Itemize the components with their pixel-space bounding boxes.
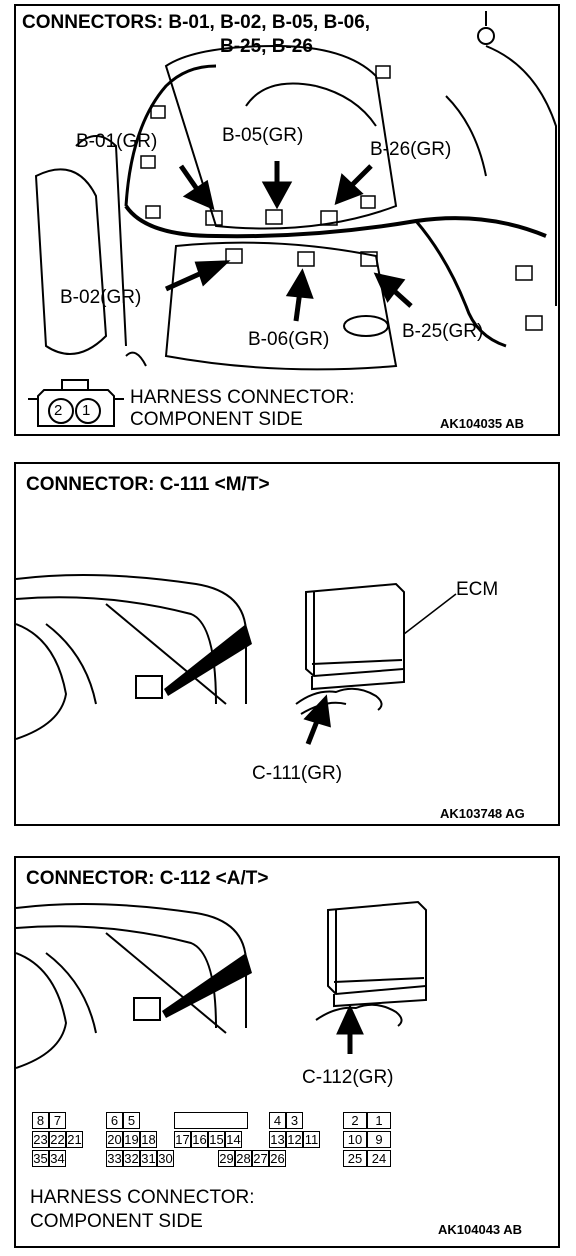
- component-side-label: COMPONENT SIDE: [30, 1211, 203, 1232]
- ecm-location-illustration: [16, 574, 457, 745]
- ecm-location-illustration: [16, 900, 427, 1069]
- label-b01: B-01(GR): [76, 131, 158, 152]
- pin-9: 9: [367, 1131, 391, 1148]
- ecm-label: ECM: [456, 579, 499, 600]
- pin-15: 15: [208, 1131, 225, 1148]
- pin-11: 11: [303, 1131, 320, 1148]
- pin-8: 8: [32, 1112, 49, 1129]
- pin-25: 25: [343, 1150, 367, 1167]
- label-b25: B-25(GR): [402, 321, 484, 342]
- panel-title: CONNECTOR: C-111 <M/T>: [26, 474, 270, 495]
- pin-6: 6: [106, 1112, 123, 1129]
- pin-22: 22: [49, 1131, 66, 1148]
- pin-14: 14: [225, 1131, 242, 1148]
- pin-31: 31: [140, 1150, 157, 1167]
- harness-connector-label: HARNESS CONNECTOR:: [130, 387, 355, 408]
- pin-4: 4: [269, 1112, 286, 1129]
- pin-12: 12: [286, 1131, 303, 1148]
- pin-21: 21: [66, 1131, 83, 1148]
- pin-blank: [174, 1112, 248, 1129]
- label-b26: B-26(GR): [370, 139, 452, 160]
- pin-13: 13: [269, 1131, 286, 1148]
- panel-title-line1: CONNECTORS: B-01, B-02, B-05, B-06,: [22, 12, 371, 33]
- pin-2: 2: [343, 1112, 367, 1129]
- pin-3: 3: [286, 1112, 303, 1129]
- pin-29: 29: [218, 1150, 235, 1167]
- pin-23: 23: [32, 1131, 49, 1148]
- panel-title: CONNECTOR: C-112 <A/T>: [26, 868, 269, 889]
- figure-code: AK104035 AB: [440, 416, 525, 431]
- pin-5: 5: [123, 1112, 140, 1129]
- pin-1: 1: [367, 1112, 391, 1129]
- engine-harness-illustration: [28, 11, 557, 427]
- connector-label: C-112(GR): [302, 1067, 394, 1088]
- pin-24: 24: [367, 1150, 391, 1167]
- label-b02: B-02(GR): [60, 287, 142, 308]
- pin-19: 19: [123, 1131, 140, 1148]
- panel-title-line2: B-25, B-26: [220, 36, 313, 57]
- pin-33: 33: [106, 1150, 123, 1167]
- pin-10: 10: [343, 1131, 367, 1148]
- pin-1: 1: [82, 402, 91, 419]
- figure-code: AK104043 AB: [438, 1222, 523, 1237]
- figure-code: AK103748 AG: [440, 806, 525, 821]
- pin-34: 34: [49, 1150, 66, 1167]
- harness-connector-label: HARNESS CONNECTOR:: [30, 1187, 255, 1208]
- pin-35: 35: [32, 1150, 49, 1167]
- connector-panel-c112: CONNECTOR: C-112 <A/T> C-112(GR) 8 7 6 5…: [14, 856, 560, 1248]
- pin-26: 26: [269, 1150, 286, 1167]
- pin-16: 16: [191, 1131, 208, 1148]
- connector-panel-b-series: CONNECTORS: B-01, B-02, B-05, B-06, B-25…: [14, 4, 560, 436]
- pin-28: 28: [235, 1150, 252, 1167]
- connector-label: C-111(GR): [252, 763, 343, 784]
- pin-7: 7: [49, 1112, 66, 1129]
- pin-32: 32: [123, 1150, 140, 1167]
- pin-2: 2: [54, 402, 63, 419]
- pin-20: 20: [106, 1131, 123, 1148]
- component-side-label: COMPONENT SIDE: [130, 409, 303, 430]
- label-b06: B-06(GR): [248, 329, 330, 350]
- pin-27: 27: [252, 1150, 269, 1167]
- pin-30: 30: [157, 1150, 174, 1167]
- connector-panel-c111: CONNECTOR: C-111 <M/T> ECM C-111(GR) AK1…: [14, 462, 560, 826]
- pin-17: 17: [174, 1131, 191, 1148]
- label-b05: B-05(GR): [222, 125, 304, 146]
- pin-18: 18: [140, 1131, 157, 1148]
